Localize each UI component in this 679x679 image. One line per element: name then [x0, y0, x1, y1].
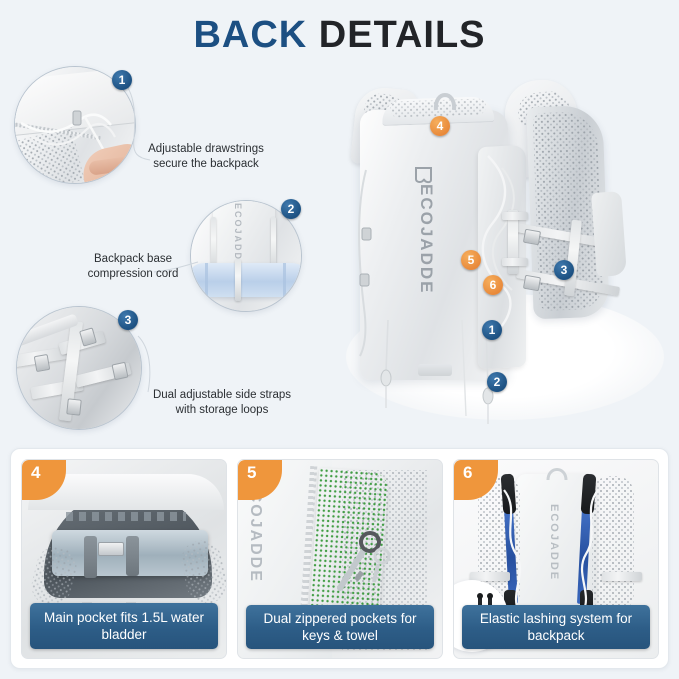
keys-icon — [337, 531, 391, 591]
panel-4-caption: Main pocket fits 1.5L water bladder — [30, 603, 218, 649]
leader-line-1 — [121, 79, 151, 161]
callout-1-line1: Adjustable drawstrings — [148, 143, 264, 155]
callout-1-line2: secure the backpack — [153, 158, 259, 170]
main-badge-3: 3 — [554, 260, 574, 280]
panel-5-brand-text: ECOJADDE — [247, 478, 264, 583]
main-product-photo: ECOJADDE — [330, 72, 675, 442]
panel-elastic-lashing: ECOJADDE — [453, 459, 659, 659]
panel-6-elastic-cords — [503, 489, 599, 615]
main-badge-1: 1 — [482, 320, 502, 340]
hang-loop-icon — [433, 93, 457, 111]
main-badge-2: 2 — [487, 372, 507, 392]
panel-main-pocket: 4 Main pocket fits 1.5L water bladder — [21, 459, 227, 659]
callout-2-text: Backpack base compression cord — [72, 252, 194, 282]
panel-5-caption: Dual zippered pockets for keys & towel — [246, 605, 434, 649]
panel-5-caption-line1: Dual zippered pockets for — [263, 611, 417, 626]
bottom-panels-card: 4 Main pocket fits 1.5L water bladder EC… — [10, 448, 669, 669]
callout-3-line1: Dual adjustable side straps — [152, 389, 292, 401]
badge-2-inset: 2 — [281, 199, 301, 219]
inset-photo-compression-cord: ECOJADDE — [190, 200, 302, 312]
main-badge-4: 4 — [430, 116, 450, 136]
product-brand-text: ECOJADDE — [417, 184, 436, 295]
callout-3-line2: with storage loops — [175, 404, 269, 416]
panel-6-collar-loop-icon — [546, 468, 568, 481]
main-badge-6: 6 — [483, 275, 503, 295]
callout-2-line1: Backpack base — [94, 253, 172, 265]
panel-zippered-pockets: ECOJADDE — [237, 459, 443, 659]
page-title: BACK DETAILS — [0, 14, 679, 57]
panel-6-brand-text: ECOJADDE — [548, 504, 560, 582]
panel-6-caption: Elastic lashing system for backpack — [462, 605, 650, 649]
leader-line-3 — [137, 335, 151, 393]
callout-1-text: Adjustable drawstrings secure the backpa… — [140, 142, 272, 172]
badge-1-inset: 1 — [112, 70, 132, 90]
callout-2-line2: compression cord — [87, 268, 179, 280]
inset2-brand-text: ECOJADDE — [233, 203, 243, 259]
callout-3-text: Dual adjustable side straps with storage… — [148, 388, 296, 418]
panel-5-caption-line2: keys & towel — [302, 628, 378, 643]
badge-3-inset: 3 — [118, 310, 138, 330]
leader-line-2 — [153, 261, 199, 273]
title-primary: BACK — [193, 14, 308, 56]
main-badge-5: 5 — [461, 250, 481, 270]
brand-logo-icon — [415, 167, 432, 184]
panel-4-caption-line1: Main pocket fits 1.5L water bladder — [43, 610, 205, 642]
left-drawcords — [358, 169, 372, 357]
panel-6-caption-line1: Elastic lashing system for — [479, 611, 633, 626]
title-secondary: DETAILS — [307, 14, 486, 56]
panel-5-number-badge: 5 — [238, 460, 282, 500]
elastic-lashing-cords — [481, 155, 515, 335]
panel-6-caption-line2: backpack — [527, 628, 585, 643]
